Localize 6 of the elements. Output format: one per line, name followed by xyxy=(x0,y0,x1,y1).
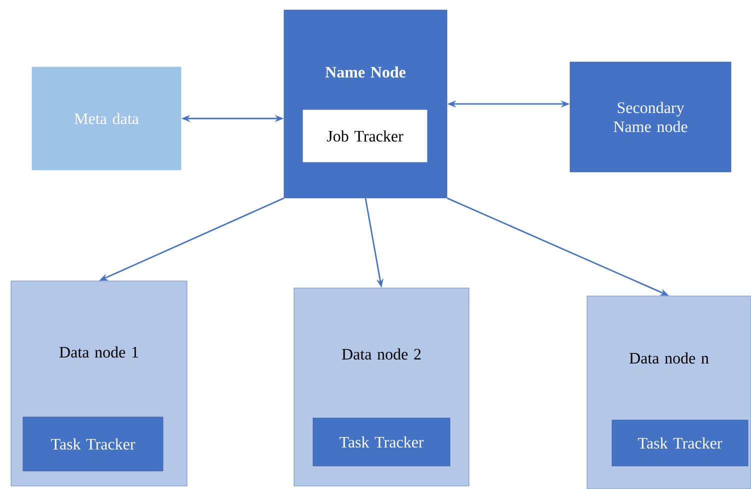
process-box: Task Tracker xyxy=(22,416,164,472)
process-box: Task Tracker xyxy=(612,420,748,466)
process-box: Secondary Name node xyxy=(570,62,732,172)
process-box: Task Tracker xyxy=(312,418,450,466)
process-box: Meta data xyxy=(32,66,182,170)
process-box: Job Tracker xyxy=(302,110,428,162)
